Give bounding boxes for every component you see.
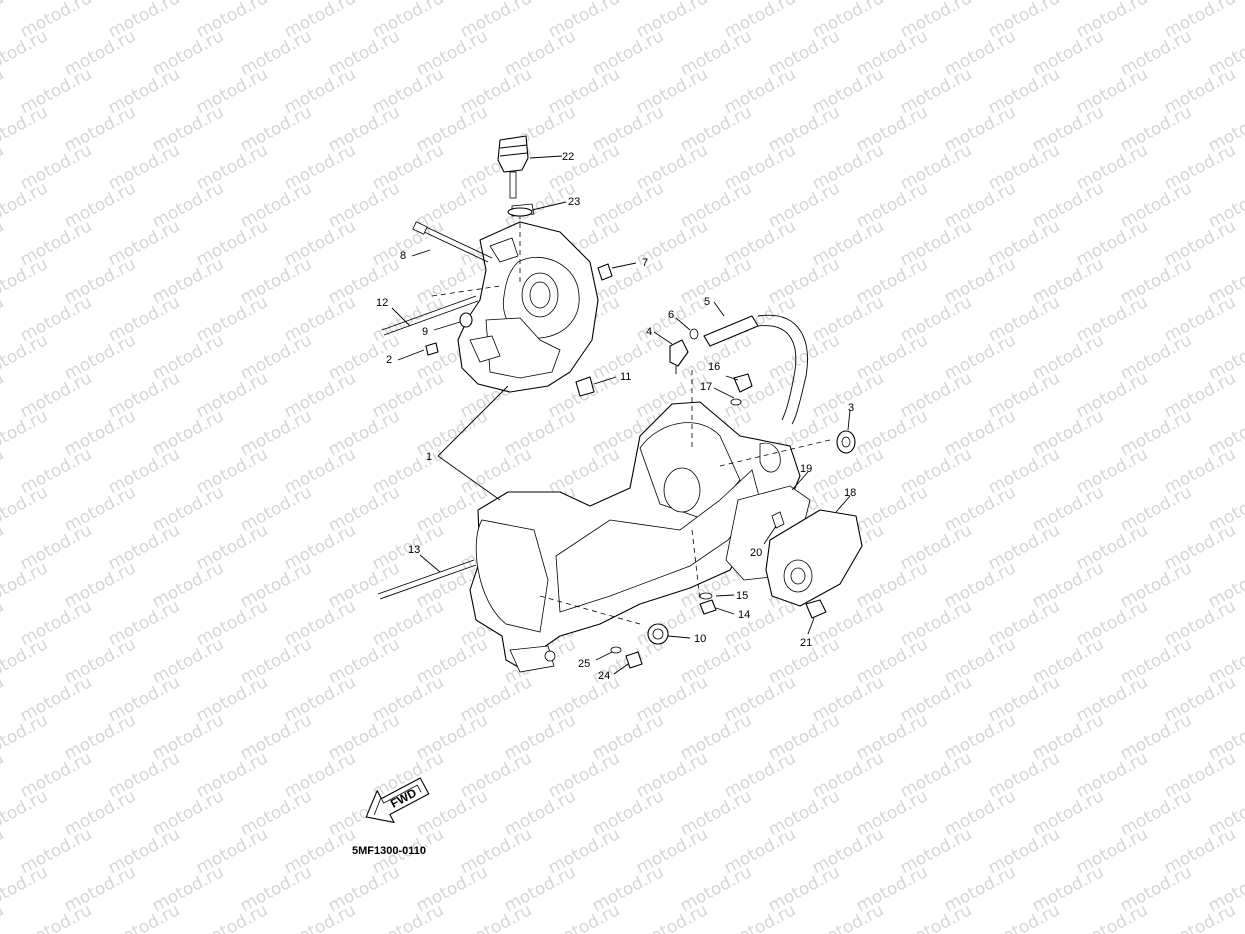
callout-11: 11 bbox=[620, 371, 631, 383]
watermark-text: motod.ru bbox=[721, 900, 799, 934]
watermark-text: motod.ru bbox=[0, 26, 51, 80]
watermark-text: motod.ru bbox=[545, 900, 623, 934]
hose-joint-4 bbox=[669, 339, 689, 367]
dowel-pin-20 bbox=[771, 511, 785, 529]
washer-25 bbox=[610, 646, 622, 654]
watermark-text: motod.ru bbox=[0, 330, 51, 384]
watermark-text: motod.ru bbox=[0, 254, 51, 308]
watermark-text: motod.ru bbox=[0, 0, 51, 4]
watermark-text: motod.ru bbox=[0, 368, 7, 422]
dowel-pin-11 bbox=[575, 376, 595, 397]
watermark-text: motod.ru bbox=[193, 900, 271, 934]
watermark-text: motod.ru bbox=[0, 64, 7, 118]
watermark-text: motod.ru bbox=[0, 520, 7, 574]
o-ring bbox=[507, 207, 533, 217]
bolt-12 bbox=[381, 295, 479, 336]
callout-19: 19 bbox=[800, 463, 812, 475]
watermark-text: motod.ru bbox=[0, 406, 51, 460]
crankcase-right-half bbox=[469, 370, 831, 673]
watermark-text: motod.ru bbox=[0, 216, 7, 270]
callout-9: 9 bbox=[422, 326, 428, 338]
callout-6: 6 bbox=[668, 309, 674, 321]
watermark-text: motod.ru bbox=[0, 900, 7, 934]
callout-17: 17 bbox=[700, 381, 712, 393]
crankcase-left-half bbox=[431, 203, 599, 393]
watermark-text: motod.ru bbox=[0, 482, 51, 536]
gasket-17 bbox=[730, 398, 742, 406]
bolt-21 bbox=[805, 599, 827, 619]
watermark-text: motod.ru bbox=[985, 900, 1063, 934]
callout-13: 13 bbox=[408, 544, 420, 556]
watermark-text: motod.ru bbox=[457, 900, 535, 934]
callout-21: 21 bbox=[800, 637, 812, 649]
watermark-text: motod.ru bbox=[0, 596, 7, 650]
watermark-text: motod.ru bbox=[1161, 900, 1239, 934]
watermark-text: motod.ru bbox=[0, 748, 7, 802]
watermark-text: motod.ru bbox=[897, 900, 975, 934]
callout-2: 2 bbox=[386, 354, 392, 366]
callout-20: 20 bbox=[750, 547, 762, 559]
diagram-code: 5MF1300-0110 bbox=[352, 845, 426, 857]
callout-25: 25 bbox=[578, 658, 590, 670]
bolt-14 bbox=[699, 599, 717, 615]
callout-22: 22 bbox=[562, 151, 574, 163]
oil-filler-cap bbox=[497, 135, 529, 199]
watermark-text: motod.ru bbox=[0, 786, 51, 840]
callout-7: 7 bbox=[642, 257, 648, 269]
callout-14: 14 bbox=[738, 609, 750, 621]
callout-labels: 22 23 8 7 12 9 2 11 1 4 5 6 16 17 3 19 1… bbox=[376, 151, 856, 682]
watermark-text: motod.ru bbox=[0, 292, 7, 346]
dowel-pin-2 bbox=[425, 342, 439, 356]
watermark-text: motod.ru bbox=[0, 444, 7, 498]
watermark-text: motod.ru bbox=[0, 710, 51, 764]
watermark-text: motod.ru bbox=[633, 900, 711, 934]
drain-bolt-16 bbox=[733, 373, 753, 393]
bolt-8 bbox=[412, 221, 493, 263]
callout-12: 12 bbox=[376, 297, 388, 309]
callout-1: 1 bbox=[426, 451, 432, 463]
hose-clip-6 bbox=[689, 328, 699, 340]
callout-18: 18 bbox=[844, 487, 856, 499]
callout-15: 15 bbox=[736, 590, 748, 602]
watermark-text: motod.ru bbox=[809, 900, 887, 934]
callout-3: 3 bbox=[848, 402, 854, 414]
watermark-text: motod.ru bbox=[281, 900, 359, 934]
dowel-pin-7 bbox=[597, 263, 613, 281]
callout-24: 24 bbox=[598, 670, 610, 682]
watermark-text: motod.ru bbox=[17, 900, 95, 934]
watermark-text: motod.ru bbox=[0, 824, 7, 878]
breather-hose bbox=[703, 314, 808, 425]
watermark-text: motod.ru bbox=[0, 178, 51, 232]
watermark-text: motod.ru bbox=[0, 0, 7, 42]
watermark-text: motod.ru bbox=[369, 900, 447, 934]
callout-8: 8 bbox=[400, 250, 406, 262]
bolt-13 bbox=[377, 559, 477, 600]
watermark-text: motod.ru bbox=[0, 672, 7, 726]
watermark-text: motod.ru bbox=[0, 140, 7, 194]
watermark-text: motod.ru bbox=[1073, 900, 1151, 934]
callout-5: 5 bbox=[704, 296, 710, 308]
callout-23: 23 bbox=[568, 196, 580, 208]
watermark-text: motod.ru bbox=[0, 862, 51, 916]
washer-15 bbox=[699, 592, 713, 600]
callout-10: 10 bbox=[694, 633, 706, 645]
drain-bolt-24 bbox=[625, 651, 643, 669]
seal-9 bbox=[459, 312, 473, 328]
watermark-text: motod.ru bbox=[0, 634, 51, 688]
watermark-text: motod.ru bbox=[0, 102, 51, 156]
callout-16: 16 bbox=[708, 361, 720, 373]
leader-lines bbox=[391, 155, 851, 675]
watermark-text: motod.ru bbox=[0, 558, 51, 612]
watermark-text: motod.ru bbox=[105, 900, 183, 934]
callout-4: 4 bbox=[646, 326, 652, 338]
